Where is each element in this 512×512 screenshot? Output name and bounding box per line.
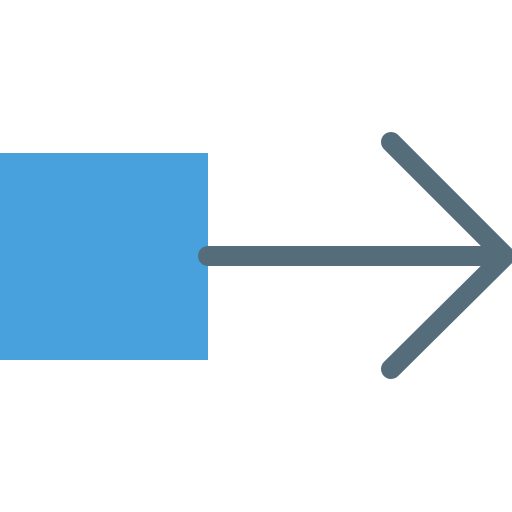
square-shape xyxy=(0,153,208,360)
arrow-shape xyxy=(198,132,512,379)
